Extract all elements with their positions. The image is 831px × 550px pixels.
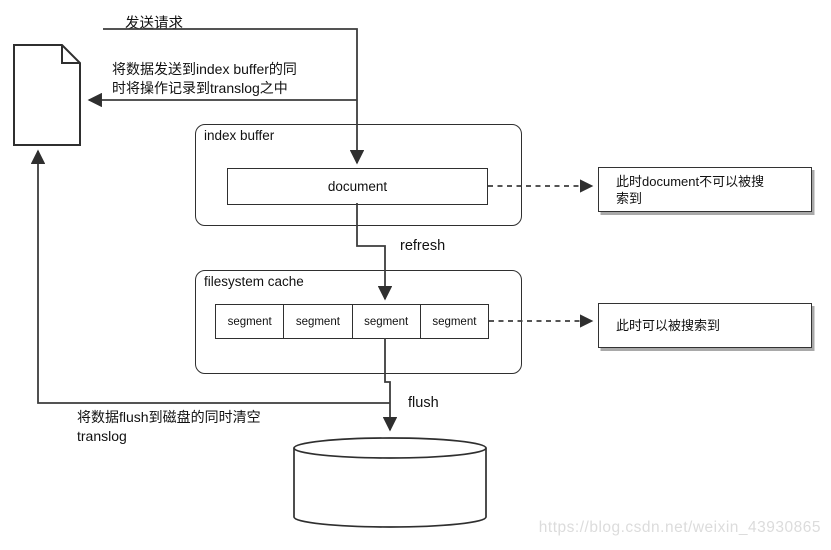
- note-text: 此时document不可以被搜 索到: [616, 173, 765, 206]
- segment-box: segment: [227, 315, 272, 328]
- filesystem-cache-title: filesystem cache: [204, 274, 304, 289]
- document-box: document: [227, 168, 488, 205]
- note-box-document-not-searchable: 此时document不可以被搜 索到: [598, 167, 812, 212]
- flush-label: flush: [408, 395, 439, 411]
- document-label: document: [327, 179, 388, 194]
- translog-label: translog: [21, 88, 73, 104]
- watermark: https://blog.csdn.net/weixin_43930865: [538, 519, 821, 536]
- annotation-flush-clears-translog: 将数据flush到磁盘的同时清空 translog: [77, 409, 261, 444]
- segment-box: segment: [283, 305, 351, 338]
- note-box-searchable: 此时可以被搜索到: [598, 303, 812, 348]
- segment-row: segment segment segment segment: [215, 304, 489, 339]
- disk-label: Disk: [376, 481, 404, 497]
- segment-box: segment: [419, 305, 488, 338]
- send-request-label: 发送请求: [125, 16, 183, 32]
- annotation-send-to-buffer: 将数据发送到index buffer的同 时将操作记录到translog之中: [112, 61, 297, 96]
- index-buffer-title: index buffer: [204, 128, 275, 143]
- refresh-label: refresh: [400, 238, 446, 254]
- note-text: 此时可以被搜索到: [616, 318, 721, 333]
- segment-box: segment: [351, 305, 420, 338]
